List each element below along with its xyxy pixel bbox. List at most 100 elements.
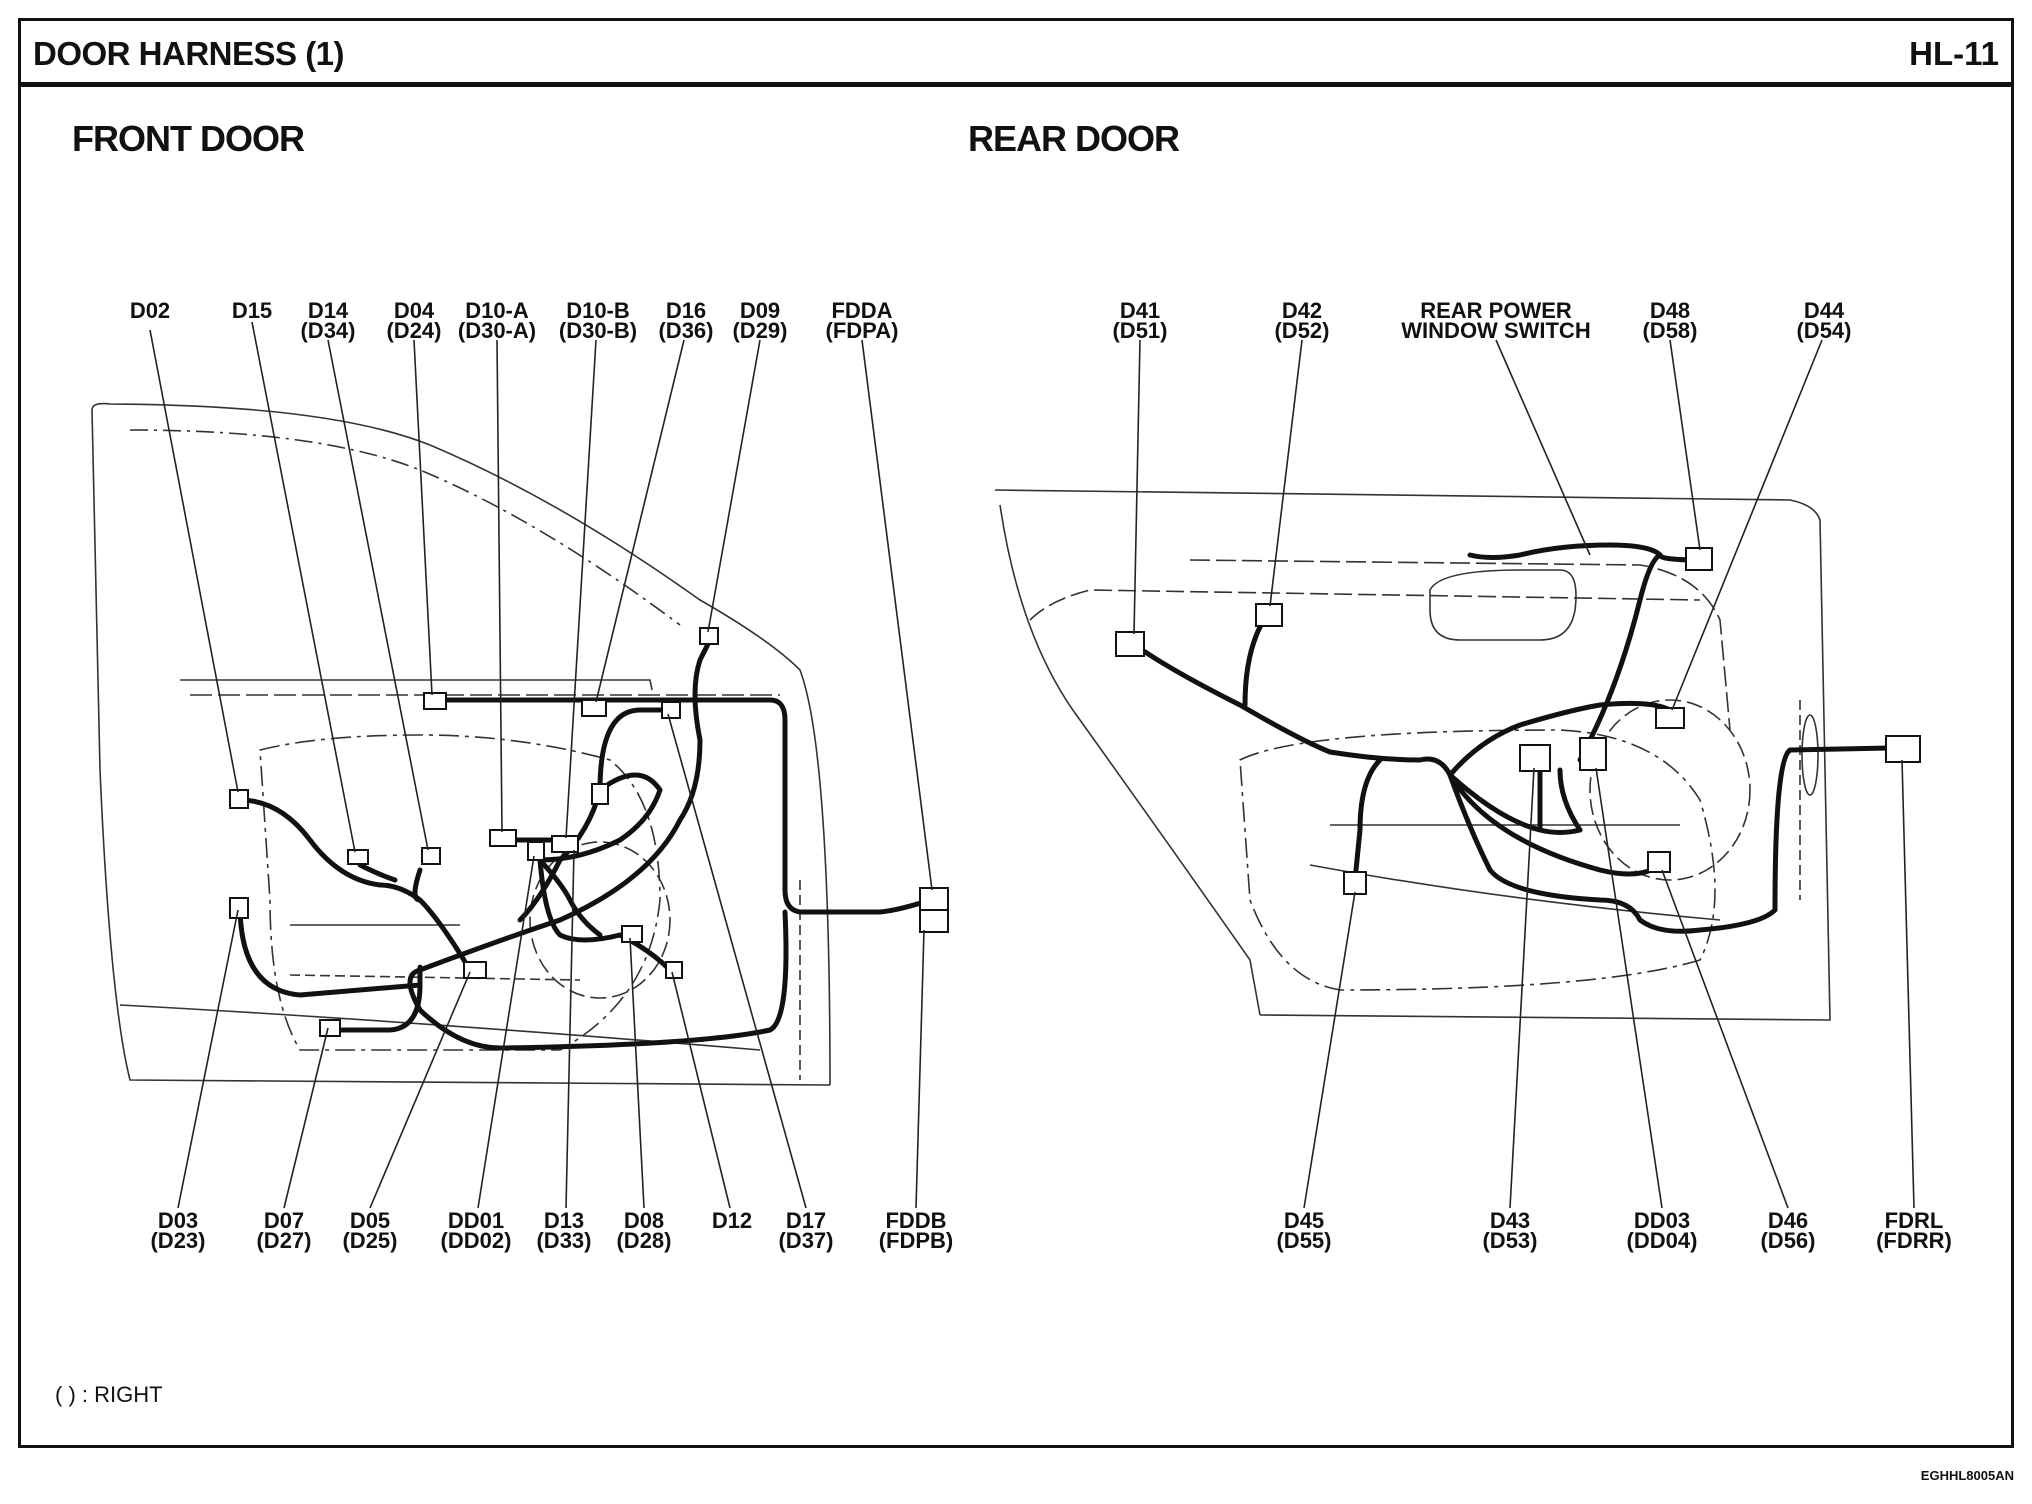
label-d10a: D10-A bbox=[465, 298, 529, 323]
label-d10b: D10-B bbox=[566, 298, 630, 323]
label-d46-right: (D56) bbox=[1760, 1228, 1815, 1253]
rear-top-labels: D41 (D51) D42 (D52) REAR POWER WINDOW SW… bbox=[1112, 298, 1851, 343]
label-d14: D14 bbox=[308, 298, 349, 323]
rear-door-outline bbox=[994, 489, 1831, 1021]
label-d03-right: (D23) bbox=[150, 1228, 205, 1253]
connector-d17 bbox=[661, 701, 681, 719]
label-d13: D13 bbox=[544, 1208, 584, 1233]
label-dd03: DD03 bbox=[1634, 1208, 1690, 1233]
connector-d14 bbox=[421, 847, 441, 865]
label-d05-right: (D25) bbox=[342, 1228, 397, 1253]
label-d07-right: (D27) bbox=[256, 1228, 311, 1253]
label-d12: D12 bbox=[712, 1208, 752, 1233]
label-d43: D43 bbox=[1490, 1208, 1530, 1233]
label-d03: D03 bbox=[158, 1208, 198, 1233]
label-d08: D08 bbox=[624, 1208, 664, 1233]
label-fddb: FDDB bbox=[885, 1208, 946, 1233]
connector-dd01 bbox=[527, 841, 545, 861]
connector-d08 bbox=[621, 925, 643, 943]
page-number: HL-11 bbox=[1909, 35, 1999, 72]
label-rear-power-window-switch-line2: WINDOW SWITCH bbox=[1401, 318, 1590, 343]
connector-d42 bbox=[1255, 603, 1283, 627]
connector-d44 bbox=[1655, 707, 1685, 729]
drawing-sheet: DOOR HARNESS (1) HL-11 bbox=[18, 18, 2014, 1448]
front-wire-harness bbox=[237, 637, 933, 1051]
rear-wire-harness bbox=[1132, 542, 1893, 934]
connector-d41 bbox=[1115, 631, 1145, 657]
label-d16: D16 bbox=[666, 298, 706, 323]
connector-d15 bbox=[347, 849, 369, 865]
label-d14-right: (D34) bbox=[300, 318, 355, 343]
label-d05: D05 bbox=[350, 1208, 390, 1233]
connector-fdrl bbox=[1885, 735, 1921, 763]
connector-d10b bbox=[581, 699, 607, 717]
label-d48-right: (D58) bbox=[1642, 318, 1697, 343]
rear-leader-lines bbox=[1133, 339, 1915, 1209]
label-d17-right: (D37) bbox=[778, 1228, 833, 1253]
label-d41-right: (D51) bbox=[1112, 318, 1167, 343]
label-d44: D44 bbox=[1804, 298, 1845, 323]
connector-d13 bbox=[551, 835, 579, 853]
label-d04: D04 bbox=[394, 298, 435, 323]
label-fdda: FDDA bbox=[831, 298, 892, 323]
front-top-labels: D02 D15 D14 (D34) D04 (D24) D10-A (D30-A… bbox=[130, 298, 899, 343]
connector-d02 bbox=[229, 789, 249, 809]
connector-d16 bbox=[591, 783, 609, 805]
label-d07: D07 bbox=[264, 1208, 304, 1233]
label-d44-right: (D54) bbox=[1796, 318, 1851, 343]
connector-d10a bbox=[489, 829, 517, 847]
label-d48: D48 bbox=[1650, 298, 1690, 323]
label-fdda-right: (FDPA) bbox=[826, 318, 899, 343]
rear-bottom-labels: D45 (D55) D43 (D53) DD03 (DD04) D46 (D56… bbox=[1276, 1208, 1951, 1253]
label-d09: D09 bbox=[740, 298, 780, 323]
front-door-outline bbox=[91, 402, 831, 1086]
label-d13-right: (D33) bbox=[536, 1228, 591, 1253]
connector-d45 bbox=[1343, 871, 1367, 895]
label-d16-right: (D36) bbox=[658, 318, 713, 343]
connector-d48 bbox=[1685, 547, 1713, 571]
label-d02: D02 bbox=[130, 298, 170, 323]
label-d43-right: (D53) bbox=[1482, 1228, 1537, 1253]
connector-fdda bbox=[919, 887, 949, 911]
label-dd03-right: (DD04) bbox=[1627, 1228, 1698, 1253]
sheet-header: DOOR HARNESS (1) HL-11 bbox=[21, 21, 2011, 87]
label-d09-right: (D29) bbox=[732, 318, 787, 343]
legend-right-note: ( ) : RIGHT bbox=[55, 1382, 163, 1407]
front-connectors bbox=[229, 627, 949, 1037]
label-d41: D41 bbox=[1120, 298, 1160, 323]
rear-connectors bbox=[1115, 547, 1921, 895]
label-d15: D15 bbox=[232, 298, 272, 323]
connector-d05 bbox=[463, 961, 487, 979]
label-d42: D42 bbox=[1282, 298, 1322, 323]
label-dd01: DD01 bbox=[448, 1208, 504, 1233]
connector-d12 bbox=[665, 961, 683, 979]
label-d45-right: (D55) bbox=[1276, 1228, 1331, 1253]
connector-d07 bbox=[319, 1019, 341, 1037]
label-d17: D17 bbox=[786, 1208, 826, 1233]
connector-d43 bbox=[1519, 744, 1551, 772]
connector-d03 bbox=[229, 897, 249, 919]
connector-fddb bbox=[919, 909, 949, 933]
label-fddb-right: (FDPB) bbox=[879, 1228, 954, 1253]
label-d08-right: (D28) bbox=[616, 1228, 671, 1253]
label-d04-right: (D24) bbox=[386, 318, 441, 343]
front-leader-lines bbox=[149, 321, 933, 1209]
document-code: EGHHL8005AN bbox=[1920, 1468, 2014, 1483]
label-d42-right: (D52) bbox=[1274, 318, 1329, 343]
label-d45: D45 bbox=[1284, 1208, 1324, 1233]
front-bottom-labels: D03 (D23) D07 (D27) D05 (D25) DD01 (DD02… bbox=[150, 1208, 953, 1253]
label-fdrl: FDRL bbox=[1885, 1208, 1944, 1233]
label-d10a-right: (D30-A) bbox=[458, 318, 536, 343]
label-fdrl-right: (FDRR) bbox=[1876, 1228, 1952, 1253]
page-title: DOOR HARNESS (1) bbox=[33, 35, 345, 72]
label-dd01-right: (DD02) bbox=[441, 1228, 512, 1253]
connector-d04 bbox=[423, 692, 447, 710]
front-door-heading: FRONT DOOR bbox=[72, 118, 305, 159]
label-d10b-right: (D30-B) bbox=[559, 318, 637, 343]
connector-d46 bbox=[1647, 851, 1671, 873]
label-d46: D46 bbox=[1768, 1208, 1808, 1233]
connector-dd03 bbox=[1579, 737, 1607, 771]
rear-door-heading: REAR DOOR bbox=[968, 118, 1180, 159]
label-rear-power-window-switch: REAR POWER bbox=[1420, 298, 1572, 323]
